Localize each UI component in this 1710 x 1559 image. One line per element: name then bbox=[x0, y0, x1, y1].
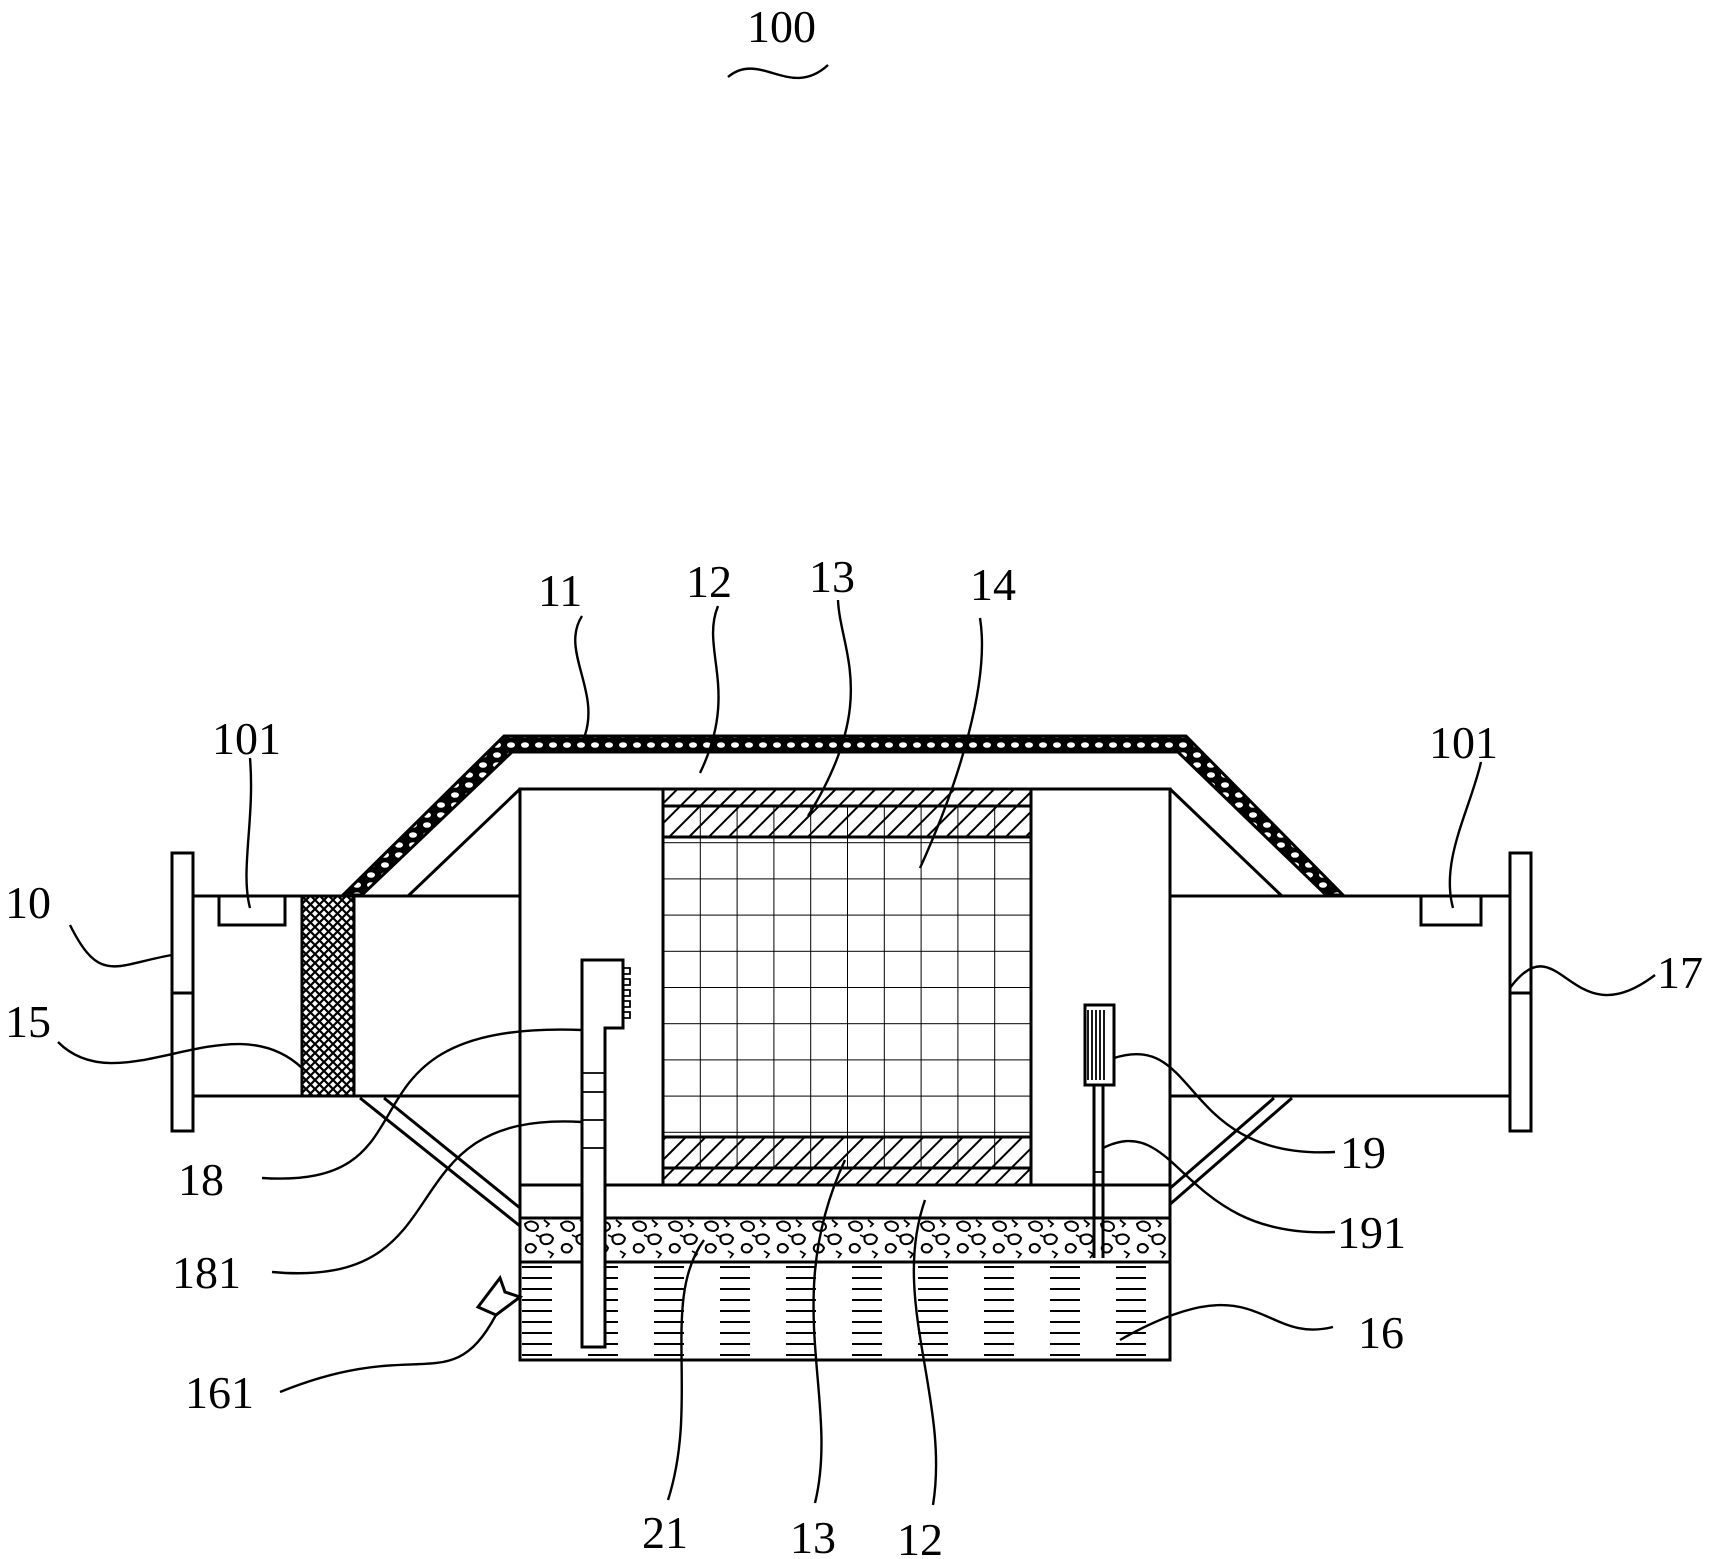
leader-11 bbox=[575, 616, 588, 735]
lower-seal-block bbox=[663, 1137, 1031, 1185]
pre-filter-mesh bbox=[302, 896, 354, 1096]
label-18: 18 bbox=[178, 1154, 224, 1205]
leader-13-top bbox=[808, 600, 851, 816]
leader-100-tilde bbox=[728, 65, 828, 78]
leader-101-right bbox=[1450, 762, 1481, 908]
catalyst-grid bbox=[663, 806, 1031, 1168]
label-14: 14 bbox=[970, 559, 1016, 610]
label-21: 21 bbox=[642, 1507, 688, 1558]
label-101-right: 101 bbox=[1429, 717, 1498, 768]
label-19: 19 bbox=[1340, 1127, 1386, 1178]
lower-left-inner-wall bbox=[384, 1098, 520, 1208]
label-13-bottom: 13 bbox=[790, 1512, 836, 1559]
leader-101-left bbox=[246, 758, 251, 908]
label-11: 11 bbox=[538, 565, 582, 616]
label-13-top: 13 bbox=[809, 551, 855, 602]
drain-valve bbox=[478, 1278, 520, 1315]
inlet-flange-upper bbox=[172, 853, 193, 993]
label-191: 191 bbox=[1337, 1207, 1406, 1258]
label-17: 17 bbox=[1657, 947, 1703, 998]
label-figure-number: 100 bbox=[747, 1, 816, 52]
filter-gravel bbox=[522, 1218, 1168, 1260]
leader-10 bbox=[70, 925, 172, 966]
lower-right-outer-wall bbox=[1168, 1098, 1292, 1206]
label-12-top: 12 bbox=[686, 556, 732, 607]
label-181: 181 bbox=[172, 1247, 241, 1298]
label-161: 161 bbox=[185, 1367, 254, 1418]
upper-left-inner-wall bbox=[406, 789, 520, 898]
outlet-flange-upper bbox=[1510, 853, 1531, 993]
inlet-flange-lower bbox=[172, 993, 193, 1131]
upper-seal-block bbox=[663, 789, 1031, 837]
label-10: 10 bbox=[5, 877, 51, 928]
label-15: 15 bbox=[5, 996, 51, 1047]
inlet-sensor-port bbox=[219, 896, 285, 925]
water-tank bbox=[520, 1262, 1170, 1360]
lower-right-inner-wall bbox=[1168, 1098, 1274, 1190]
outlet-flange-lower bbox=[1510, 993, 1531, 1131]
label-16: 16 bbox=[1358, 1307, 1404, 1358]
upper-right-inner-wall bbox=[1170, 789, 1284, 898]
lower-left-outer-wall bbox=[360, 1098, 520, 1226]
leader-161 bbox=[280, 1315, 496, 1392]
label-101-left: 101 bbox=[212, 713, 281, 764]
label-12-bottom: 12 bbox=[897, 1514, 943, 1559]
